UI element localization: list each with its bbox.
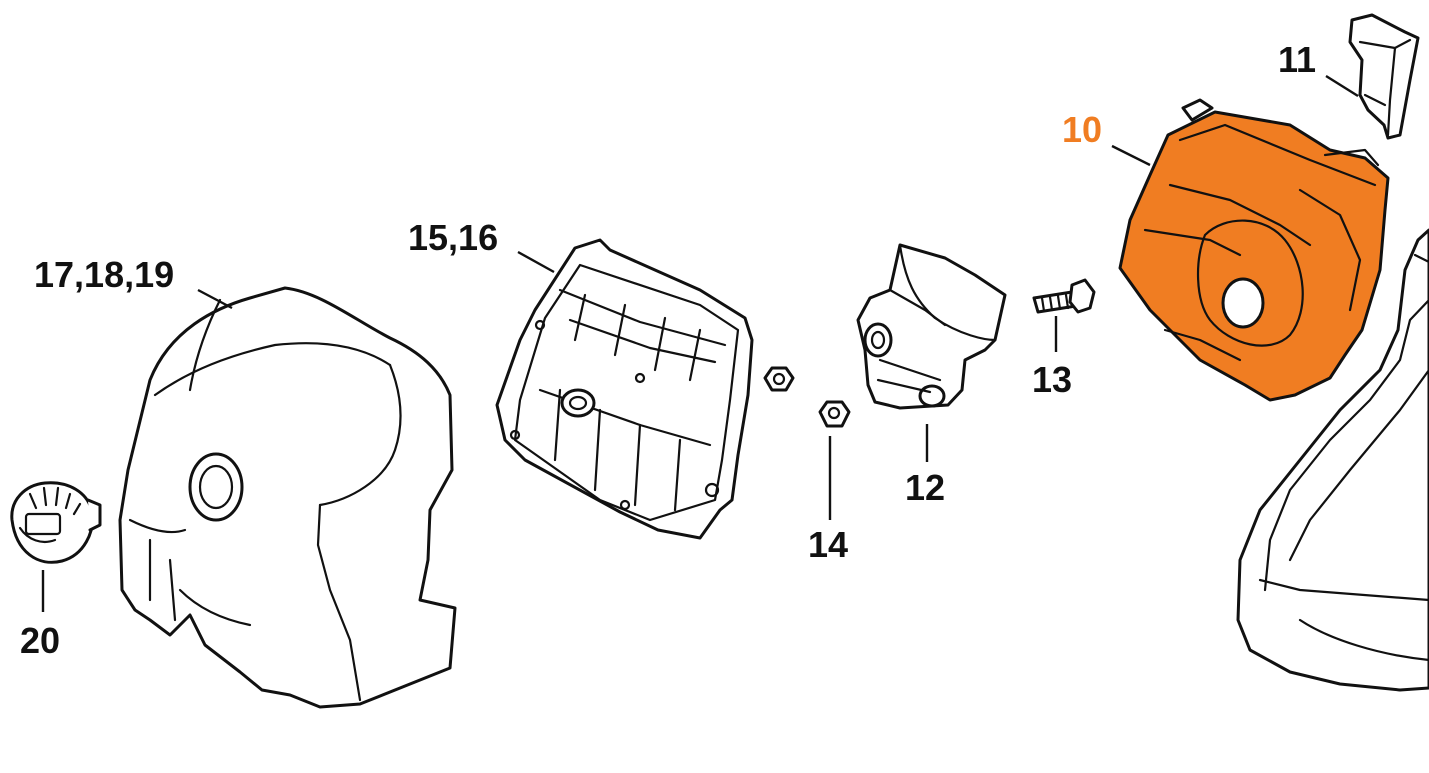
leader-15-16 [517,250,555,274]
part-15-16-air-filter[interactable] [495,238,754,540]
part-13-screw[interactable] [1032,278,1096,314]
label-10: 10 [1062,109,1102,150]
label-20: 20 [20,620,60,661]
label-12: 12 [905,467,945,508]
part-12-manifold[interactable] [856,243,1007,410]
part-20-knob[interactable] [10,481,102,564]
label-11: 11 [1278,39,1316,80]
crankcase-housing-partial [1236,228,1429,692]
part-10-shroud[interactable] [1118,98,1390,402]
leader-17-18-19 [197,288,233,310]
leader-11 [1325,74,1359,98]
label-15-16: 15,16 [408,217,498,258]
part-14-nut-lower[interactable] [818,400,851,428]
part-14-nut-upper[interactable] [763,366,795,392]
part-11-cover-piece[interactable] [1348,13,1420,140]
label-14: 14 [808,524,848,565]
label-13: 13 [1032,359,1072,400]
label-17-18-19: 17,18,19 [34,254,174,295]
part-17-18-19-cover[interactable] [118,286,457,709]
leader-10 [1111,144,1151,167]
